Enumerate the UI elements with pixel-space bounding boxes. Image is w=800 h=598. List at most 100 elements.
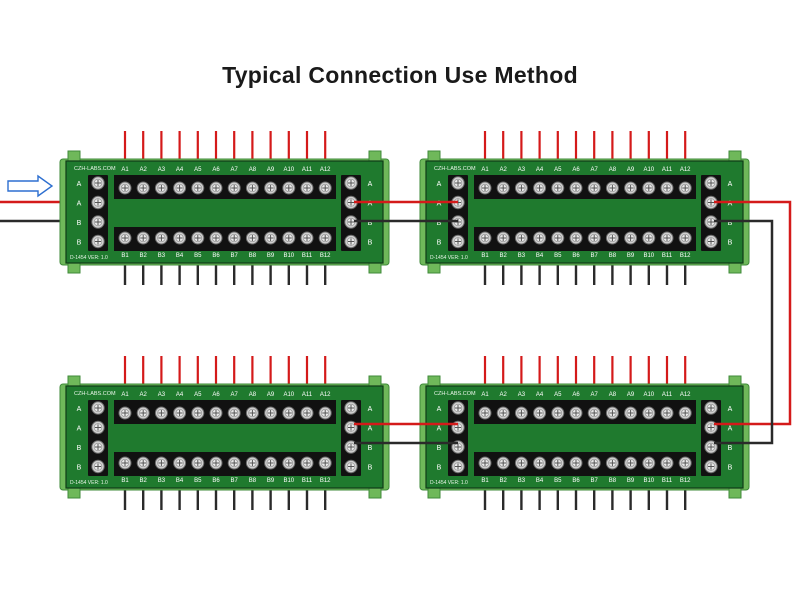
top-terminal-label: A1: [121, 167, 129, 173]
screw-terminal-icon: [496, 181, 510, 195]
screw-terminal-icon: [478, 231, 492, 245]
bus-label-right: A: [728, 181, 733, 188]
screw-terminal-icon: [704, 401, 718, 415]
bus-terminal-block-right: [701, 400, 721, 476]
top-terminal-label: A10: [643, 167, 654, 173]
screw-terminal-icon: [533, 456, 547, 470]
screw-terminal-icon: [569, 181, 583, 195]
screw-terminal-icon: [154, 231, 168, 245]
bottom-terminal-label: B7: [591, 253, 599, 259]
board-brand-label: CZH-LABS.COM: [74, 166, 116, 172]
bus-label-left: A: [77, 426, 82, 433]
bottom-terminal-label: B4: [536, 253, 544, 259]
top-terminal-label: A9: [627, 392, 635, 398]
screw-terminal-icon: [245, 181, 259, 195]
bottom-terminal-label: B2: [140, 478, 148, 484]
screw-terminal-icon: [209, 181, 223, 195]
screw-terminal-icon: [605, 231, 619, 245]
board-model-label: D-1454 VER: 1.0: [430, 480, 468, 486]
bus-label-right: A: [728, 426, 733, 433]
screw-terminal-icon: [678, 181, 692, 195]
bus-label-left: A: [437, 181, 442, 188]
pcb-mid-strip: [114, 199, 336, 227]
bottom-terminal-label: B7: [591, 478, 599, 484]
bus-label-right: B: [728, 465, 733, 472]
board-model-label: D-1454 VER: 1.0: [70, 255, 108, 261]
screw-terminal-icon: [91, 176, 105, 190]
screw-terminal-icon: [451, 401, 465, 415]
screw-terminal-icon: [282, 456, 296, 470]
screw-terminal-icon: [514, 456, 528, 470]
bottom-terminal-label: B1: [121, 478, 129, 484]
screw-terminal-icon: [282, 181, 296, 195]
screw-terminal-icon: [173, 181, 187, 195]
top-terminal-block: [474, 400, 696, 424]
bus-label-right: A: [368, 406, 373, 413]
bottom-terminal-label: B6: [572, 253, 580, 259]
bottom-terminal-label: B11: [662, 478, 673, 484]
top-terminal-label: A8: [609, 167, 617, 173]
bus-label-right: B: [728, 220, 733, 227]
top-terminal-label: A5: [194, 167, 202, 173]
board-brand-label: CZH-LABS.COM: [434, 166, 476, 172]
pcb-mid-strip: [474, 424, 696, 452]
screw-terminal-icon: [514, 181, 528, 195]
screw-terminal-icon: [496, 406, 510, 420]
top-terminal-label: A4: [176, 167, 184, 173]
screw-terminal-icon: [551, 406, 565, 420]
screw-terminal-icon: [660, 406, 674, 420]
screw-terminal-icon: [344, 401, 358, 415]
top-terminal-label: A5: [554, 392, 562, 398]
screw-terminal-icon: [136, 406, 150, 420]
screw-terminal-icon: [154, 456, 168, 470]
bottom-terminal-label: B1: [481, 253, 489, 259]
screw-terminal-icon: [344, 176, 358, 190]
screw-terminal-icon: [173, 456, 187, 470]
screw-terminal-icon: [245, 406, 259, 420]
screw-terminal-icon: [91, 420, 105, 435]
screw-terminal-icon: [300, 406, 314, 420]
screw-terminal-icon: [91, 401, 105, 415]
bottom-terminal-label: B1: [481, 478, 489, 484]
screw-terminal-icon: [191, 406, 205, 420]
top-terminal-label: A12: [320, 392, 331, 398]
board-brand-label: CZH-LABS.COM: [434, 391, 476, 397]
top-terminal-block: [114, 175, 336, 199]
screw-terminal-icon: [451, 459, 465, 474]
bottom-terminal-label: B7: [231, 253, 239, 259]
screw-terminal-icon: [642, 406, 656, 420]
bus-terminal-block-left: [88, 175, 108, 251]
bottom-terminal-label: B11: [662, 253, 673, 259]
screw-terminal-icon: [642, 231, 656, 245]
bottom-terminal-label: B5: [554, 478, 562, 484]
bus-label-right: A: [368, 426, 373, 433]
screw-terminal-icon: [264, 456, 278, 470]
bottom-terminal-label: B6: [212, 478, 220, 484]
bottom-terminal-label: B3: [158, 478, 166, 484]
input-arrow-icon: [7, 174, 54, 198]
screw-terminal-icon: [587, 231, 601, 245]
bus-terminal-block-right: [341, 175, 361, 251]
screw-terminal-icon: [678, 456, 692, 470]
top-terminal-block: [474, 175, 696, 199]
screw-terminal-icon: [660, 231, 674, 245]
screw-terminal-icon: [496, 231, 510, 245]
top-terminal-label: A2: [500, 167, 508, 173]
top-terminal-label: A6: [572, 167, 580, 173]
screw-terminal-icon: [551, 456, 565, 470]
screw-terminal-icon: [91, 195, 105, 210]
top-terminal-label: A5: [554, 167, 562, 173]
top-terminal-label: A12: [680, 167, 691, 173]
top-terminal-label: A9: [267, 167, 275, 173]
bus-label-right: A: [368, 201, 373, 208]
bottom-terminal-label: B9: [267, 253, 275, 259]
screw-terminal-icon: [478, 181, 492, 195]
screw-terminal-icon: [209, 406, 223, 420]
top-terminal-label: A11: [662, 167, 673, 173]
bus-label-left: A: [437, 426, 442, 433]
screw-terminal-icon: [533, 181, 547, 195]
screw-terminal-icon: [569, 406, 583, 420]
screw-terminal-icon: [245, 456, 259, 470]
board-model-label: D-1454 VER: 1.0: [70, 480, 108, 486]
screw-terminal-icon: [551, 231, 565, 245]
